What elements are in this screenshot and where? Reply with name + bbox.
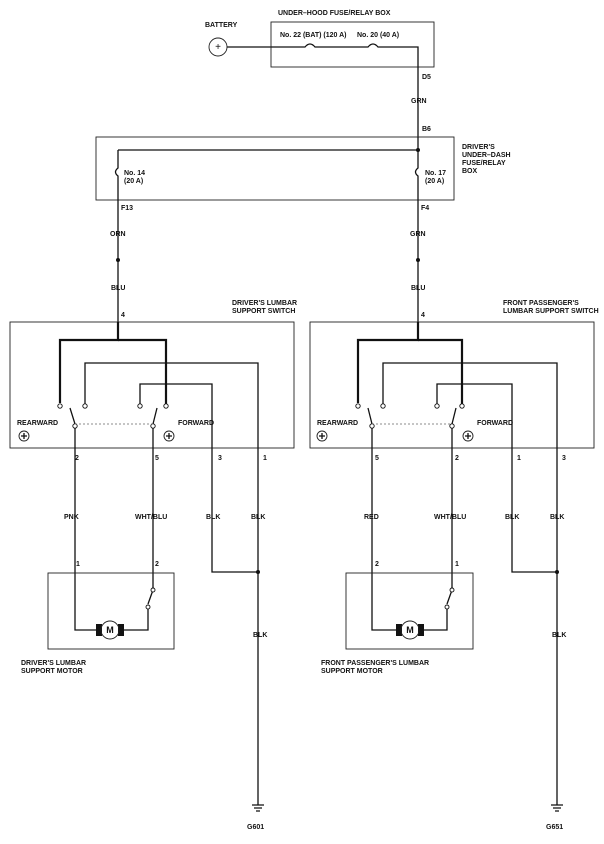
wire-blk-right-c: BLK (552, 632, 566, 639)
underdash-title-3: FUSE/RELAY (462, 160, 506, 167)
driver-lumbar-motor: 1 2 M DRIVER'S LUMBAR SUPPORT MOTOR (21, 561, 175, 675)
passenger-motor-pin-2: 2 (375, 561, 379, 568)
driver-motor-pin-2: 2 (155, 561, 159, 568)
terminal-f4: F4 (421, 205, 429, 212)
driver-motor-label-2: SUPPORT MOTOR (21, 668, 83, 675)
passenger-switch-title-2: LUMBAR SUPPORT SWITCH (503, 308, 599, 315)
underhood-title: UNDER–HOOD FUSE/RELAY BOX (278, 10, 391, 17)
passenger-switch-pin-4: 4 (421, 312, 425, 319)
wire-grn-right: GRN (410, 231, 426, 238)
wire-blk-left-a: BLK (206, 514, 220, 521)
passenger-rearward-label: REARWARD (317, 420, 358, 427)
driver-switch-pin-5: 5 (155, 455, 159, 462)
driver-switch-title-1: DRIVER'S LUMBAR (232, 300, 297, 307)
passenger-switch-pin-1: 1 (517, 455, 521, 462)
wire-wht-blu-right: WHT/BLU (434, 514, 466, 521)
underdash-title-4: BOX (462, 168, 478, 175)
wire-blk-left-c: BLK (253, 632, 267, 639)
ground-g601-label: G601 (247, 824, 264, 831)
passenger-forward-label: FORWARD (477, 420, 513, 427)
wire-orn: ORN (110, 231, 126, 238)
passenger-motor-pin-1: 1 (455, 561, 459, 568)
driver-switch-pin-1: 1 (263, 455, 267, 462)
wire-blk-left-b: BLK (251, 514, 265, 521)
passenger-switch-pin-2: 2 (455, 455, 459, 462)
passenger-lumbar-switch: FRONT PASSENGER'S LUMBAR SUPPORT SWITCH … (309, 300, 599, 449)
underhood-fuse-box: UNDER–HOOD FUSE/RELAY BOX No. 22 (BAT) (… (270, 10, 435, 68)
passenger-switch-pin-3: 3 (562, 455, 566, 462)
underdash-title-1: DRIVER'S (462, 144, 495, 151)
passenger-lumbar-motor: 2 1 M FRONT PASSENGER'S LUMBAR SUPPORT M… (321, 561, 474, 675)
battery-plus-symbol: + (215, 42, 221, 53)
wire-pnk: PNK (64, 514, 79, 521)
driver-motor-symbol: M (106, 625, 114, 635)
fuse-20-label: No. 20 (40 A) (357, 32, 399, 39)
wire-wht-blu-left: WHT/BLU (135, 514, 167, 521)
driver-motor-label-1: DRIVER'S LUMBAR (21, 660, 86, 667)
passenger-switch-pin-5: 5 (375, 455, 379, 462)
driver-switch-title-2: SUPPORT SWITCH (232, 308, 295, 315)
fuse-14-amp: (20 A) (124, 178, 143, 185)
driver-forward-label: FORWARD (178, 420, 214, 427)
passenger-switch-title-1: FRONT PASSENGER'S (503, 300, 579, 307)
wire-blu-right: BLU (411, 285, 425, 292)
ground-g651-label: G651 (546, 824, 563, 831)
wire-blk-right-a: BLK (505, 514, 519, 521)
wire-grn-top: GRN (411, 98, 427, 105)
driver-rearward-label: REARWARD (17, 420, 58, 427)
fuse-22-label: No. 22 (BAT) (120 A) (280, 32, 347, 39)
driver-lumbar-switch: DRIVER'S LUMBAR SUPPORT SWITCH 4 REARWAR… (9, 300, 297, 449)
passenger-motor-label-2: SUPPORT MOTOR (321, 668, 383, 675)
ground-g651: G651 (546, 804, 563, 831)
battery: + BATTERY (205, 22, 238, 57)
terminal-f13: F13 (121, 205, 133, 212)
passenger-motor-symbol: M (406, 625, 414, 635)
fuse-17-amp: (20 A) (425, 178, 444, 185)
wire-blu-left: BLU (111, 285, 125, 292)
terminal-d5: D5 (422, 74, 431, 81)
wire-blk-right-b: BLK (550, 514, 564, 521)
fuse-17-label: No. 17 (425, 170, 446, 177)
terminal-b6: B6 (422, 126, 431, 133)
driver-motor-pin-1: 1 (76, 561, 80, 568)
underdash-title-2: UNDER–DASH (462, 152, 511, 159)
driver-switch-pin-2: 2 (75, 455, 79, 462)
wire-red: RED (364, 514, 379, 521)
underdash-fuse-box: DRIVER'S UNDER–DASH FUSE/RELAY BOX No. 1… (95, 136, 511, 201)
ground-g601: G601 (247, 804, 264, 831)
battery-label: BATTERY (205, 22, 238, 29)
driver-switch-pin-3: 3 (218, 455, 222, 462)
driver-switch-pin-4: 4 (121, 312, 125, 319)
fuse-14-label: No. 14 (124, 170, 145, 177)
passenger-motor-label-1: FRONT PASSENGER'S LUMBAR (321, 660, 429, 667)
